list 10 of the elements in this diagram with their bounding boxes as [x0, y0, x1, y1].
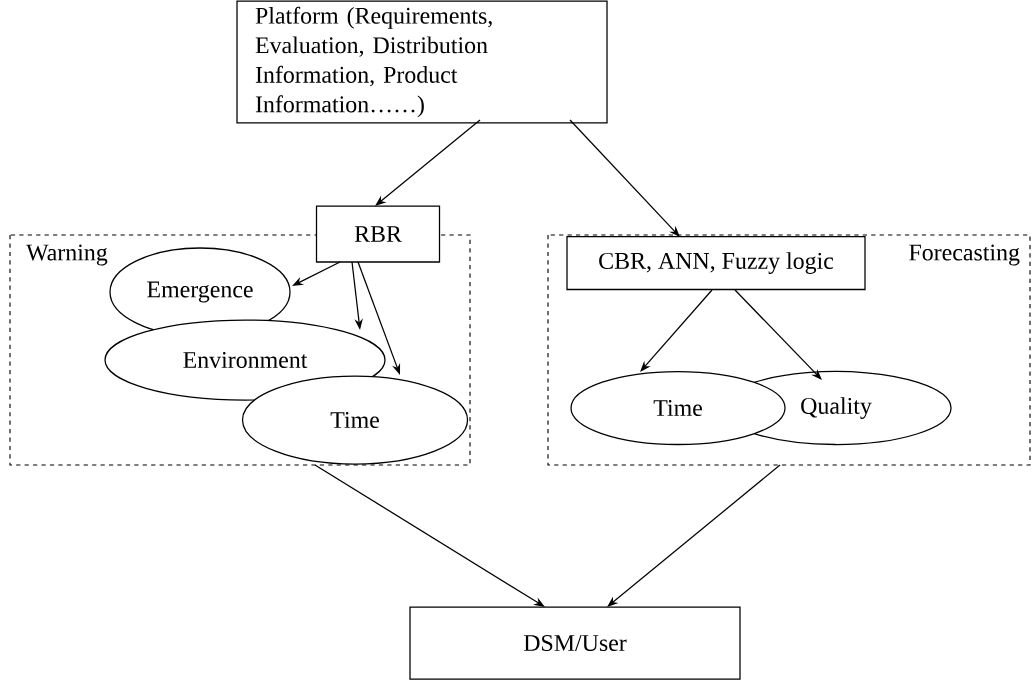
arrow	[314, 464, 545, 607]
platform-box: Platform (Requirements, Evaluation, Distribution Information, Product Information……)	[236, 0, 608, 124]
arrow	[640, 289, 713, 372]
method-box: CBR, ANN, Fuzzy logic	[566, 235, 866, 291]
arrow	[569, 119, 680, 237]
user-box: DSM/User	[409, 606, 741, 680]
arrow	[375, 119, 481, 206]
method-box: RBR	[315, 205, 441, 263]
arrow	[607, 464, 781, 607]
arrow	[734, 289, 822, 380]
